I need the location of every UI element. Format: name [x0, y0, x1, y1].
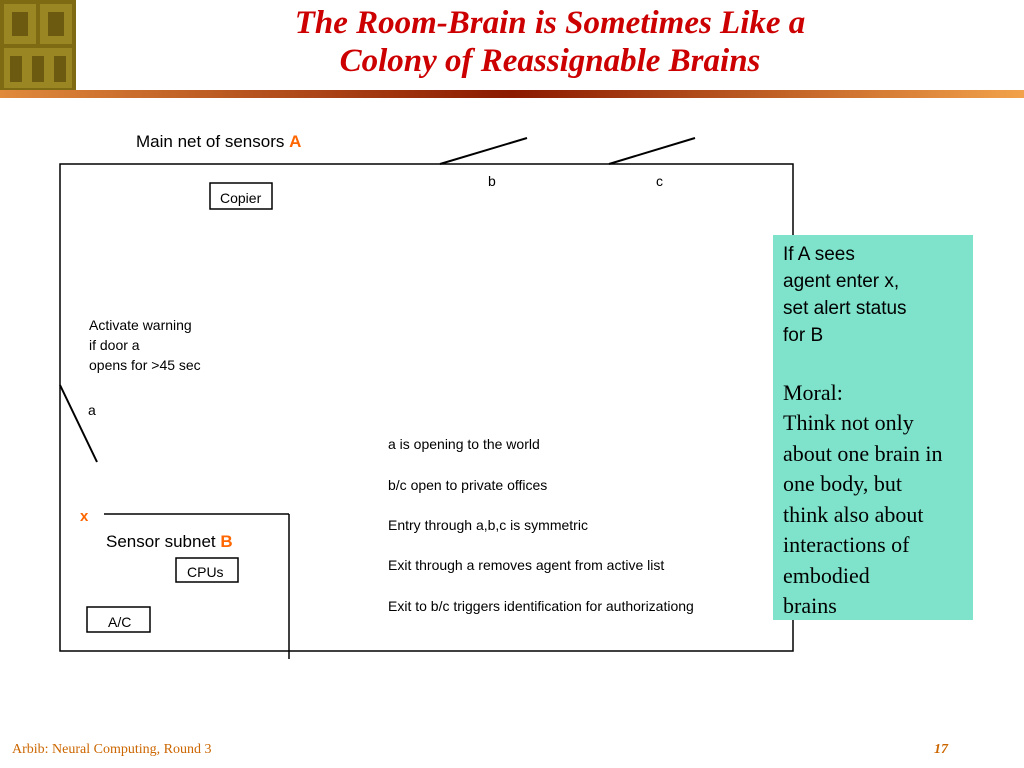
moral-label: Moral:: [783, 380, 843, 405]
rule-item: a is opening to the world: [388, 436, 540, 452]
x-marker: x: [80, 508, 89, 525]
cpus-label: CPUs: [187, 564, 224, 580]
cpus-box: [175, 557, 239, 583]
page-number: 17: [934, 742, 948, 757]
main-net-label: Main net of sensors A: [136, 132, 301, 151]
footer-credit: Arbib: Neural Computing, Round 3: [12, 742, 212, 757]
alert-rule-text: If A sees agent enter x, set alert statu…: [783, 244, 907, 346]
subnet-label: Sensor subnet B: [106, 532, 233, 551]
door-b-line: [439, 137, 528, 165]
rule-item: Exit to b/c triggers identification for …: [388, 598, 694, 614]
title-divider: [0, 90, 1024, 98]
moral-text: Think not only about one brain in one bo…: [783, 410, 943, 618]
door-b-label: b: [488, 173, 496, 189]
rule-item: b/c open to private offices: [388, 477, 547, 493]
rule-item: Exit through a removes agent from active…: [388, 557, 664, 573]
warning-line-3: opens for >45 sec: [89, 357, 201, 373]
ac-box: [86, 606, 151, 633]
rule-item: Entry through a,b,c is symmetric: [388, 517, 588, 533]
slide-title: The Room-Brain is Sometimes Like a Colon…: [294, 5, 806, 79]
door-c-label: c: [656, 173, 663, 189]
copier-label: Copier: [220, 190, 262, 206]
note-panel: [773, 235, 973, 620]
ac-label: A/C: [108, 614, 131, 630]
warning-line-2: if door a: [89, 337, 140, 353]
copier-box: [209, 182, 273, 210]
warning-line-1: Activate warning: [89, 317, 192, 333]
room-outline: [59, 163, 794, 652]
usc-logo-graphic: [4, 4, 72, 88]
usc-logo: [0, 0, 76, 92]
door-a-line: [59, 384, 98, 463]
door-a-label: a: [88, 402, 96, 418]
door-c-line: [608, 137, 696, 165]
